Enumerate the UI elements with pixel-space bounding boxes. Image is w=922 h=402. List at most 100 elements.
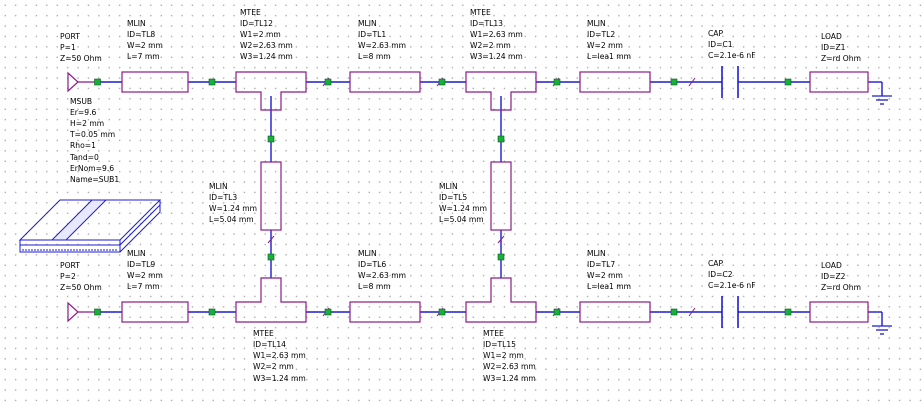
mlin-components[interactable] [121,71,869,323]
component-param-text: LOAD [821,261,842,270]
component-param-text: W=2 mm [127,41,163,50]
load-z2[interactable] [809,301,869,323]
mlin-tl3[interactable] [260,161,282,231]
mlin-tl6[interactable] [349,301,421,323]
tl15-label: MTEE ID=TL15 W1=2 mm W2=2.63 mm W3=1.24 … [483,329,536,383]
component-param-text: ID=Z2 [821,272,846,281]
connection-nodes[interactable] [94,78,792,316]
mtee-tl15[interactable] [465,277,537,323]
component-param-text: W=2 mm [127,271,163,280]
port-1-symbol[interactable] [67,71,79,93]
mlin-tl2[interactable] [579,71,651,93]
z2-label: LOAD ID=Z2 Z=rd Ohm [821,261,861,292]
component-param-text: ID=TL13 [470,19,503,28]
component-param-text: Name=SUB1 [70,175,119,184]
component-param-text: ID=C2 [708,270,733,279]
tl13-label: MTEE ID=TL13 W1=2.63 mm W2=2 mm W3=1.24 … [470,8,523,61]
component-param-text: ID=Z1 [821,43,846,52]
component-param-text: W=1.24 mm [209,204,257,213]
tl8-label: MLIN ID=TL8 W=2 mm L=7 mm [127,19,163,61]
mlin-tl5[interactable] [490,161,512,231]
mtee-components[interactable] [235,71,537,323]
component-param-text: L=7 mm [127,52,160,61]
tl14-label: MTEE ID=TL14 W1=2.63 mm W2=2 mm W3=1.24 … [253,329,306,383]
component-param-text: Z=50 Ohm [60,283,102,292]
component-param-text: P=1 [60,43,76,52]
component-param-text: W=2.63 mm [358,271,406,280]
component-param-text: MLIN [358,249,377,258]
component-param-text: Rho=1 [70,141,96,150]
component-param-text: L=8 mm [358,282,391,291]
mtee-tl13[interactable] [465,71,537,111]
component-param-text: MTEE [483,329,504,338]
component-param-text: L=5.04 mm [439,215,484,224]
component-param-text: W3=1.24 mm [483,374,536,383]
component-param-text: W2=2 mm [253,362,294,371]
component-param-text: MLIN [127,249,146,258]
mlin-tl7[interactable] [579,301,651,323]
component-param-text: ID=TL1 [358,30,386,39]
component-param-text: ID=TL12 [240,19,273,28]
component-param-text: W=2 mm [587,271,623,280]
component-param-text: ID=C1 [708,40,733,49]
component-param-text: W1=2.63 mm [253,351,306,360]
component-param-text: W2=2.63 mm [240,41,293,50]
component-param-text: L=lea1 mm [587,52,631,61]
component-param-text: L=7 mm [127,282,160,291]
component-param-text: CAP [708,29,723,38]
component-param-text: PORT [60,32,80,41]
component-param-text: W3=1.24 mm [240,52,293,61]
mtee-tl14[interactable] [235,277,307,323]
port-1-label: PORT P=1 Z=50 Ohm [60,32,102,63]
component-param-text: ID=TL8 [127,30,155,39]
component-param-text: L=8 mm [358,52,391,61]
tl1-label: MLIN ID=TL1 W=2.63 mm L=8 mm [358,19,406,61]
component-param-text: MTEE [240,8,261,17]
component-param-text: MTEE [253,329,274,338]
component-param-text: ID=TL14 [253,340,286,349]
port-2-label: PORT P=2 Z=50 Ohm [60,261,102,292]
component-param-text: C=2.1e-6 nF [708,51,756,60]
component-param-text: MTEE [470,8,491,17]
component-param-text: W2=2 mm [470,41,511,50]
component-param-text: ErNom=9.6 [70,164,114,173]
component-param-text: W=2.63 mm [358,41,406,50]
component-param-text: W1=2 mm [240,30,281,39]
tl2-label: MLIN ID=TL2 W=2 mm L=lea1 mm [587,19,631,61]
component-param-text: T=0.05 mm [69,130,115,139]
msub-label: MSUB Er=9.6 H=2 mm T=0.05 mm Rho=1 Tand=… [69,97,119,184]
mlin-tl1[interactable] [349,71,421,93]
mlin-tl9[interactable] [121,301,189,323]
tl6-label: MLIN ID=TL6 W=2.63 mm L=8 mm [358,249,406,291]
mlin-tl8[interactable] [121,71,189,93]
component-param-text: ID=TL5 [439,193,467,202]
c1-label: CAP ID=C1 C=2.1e-6 nF [708,29,756,60]
component-param-text: MSUB [70,97,92,106]
port-2-symbol[interactable] [67,301,79,323]
tl12-label: MTEE ID=TL12 W1=2 mm W2=2.63 mm W3=1.24 … [240,8,293,61]
component-param-text: MLIN [127,19,146,28]
capacitor-c1[interactable] [721,66,739,98]
component-param-text: ID=TL6 [358,260,386,269]
component-param-text: W1=2.63 mm [470,30,523,39]
mtee-tl12[interactable] [235,71,307,111]
component-param-text: Z=rd Ohm [821,283,861,292]
component-param-text: MLIN [587,19,606,28]
component-param-text: ID=TL15 [483,340,516,349]
component-param-text: W3=1.24 mm [470,52,523,61]
component-param-text: MLIN [358,19,377,28]
ground-icon [872,95,892,105]
component-param-text: Z=50 Ohm [60,54,102,63]
component-param-text: Z=rd Ohm [821,54,861,63]
tl3-label: MLIN ID=TL3 W=1.24 mm L=5.04 mm [209,182,257,224]
load-z1[interactable] [809,71,869,93]
component-param-text: L=5.04 mm [209,215,254,224]
component-param-text: LOAD [821,32,842,41]
component-param-text: L=lea1 mm [587,282,631,291]
capacitor-c2[interactable] [721,296,739,328]
tl7-label: MLIN ID=TL7 W=2 mm L=lea1 mm [587,249,631,291]
z1-label: LOAD ID=Z1 Z=rd Ohm [821,32,861,63]
